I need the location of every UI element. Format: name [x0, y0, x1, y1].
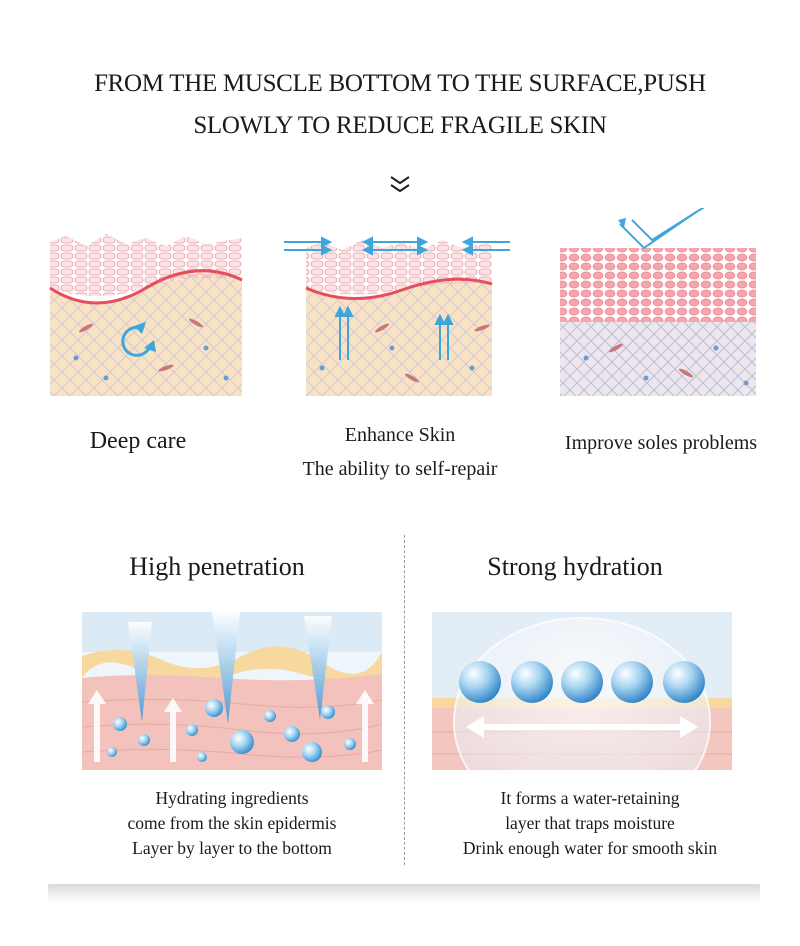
text-high-penetration-line-3: Layer by layer to the bottom [132, 838, 332, 858]
text-strong-hydration-line-2: layer that traps moisture [505, 813, 675, 833]
caption-enhance-skin: Enhance Skin The ability to self-repair [290, 418, 510, 486]
hydration-diagram [432, 612, 732, 770]
caption-enhance-skin-line-2: The ability to self-repair [302, 458, 498, 480]
title-high-penetration: High penetration [129, 552, 305, 581]
text-high-penetration-line-1: Hydrating ingredients [155, 788, 309, 808]
caption-deep-care: Deep care [89, 428, 187, 454]
caption-enhance-skin-line-1: Enhance Skin [344, 424, 456, 446]
text-strong-hydration-line-1: It forms a water-retaining [500, 788, 680, 808]
caption-improve-soles: Improve soles problems [564, 432, 758, 454]
title-strong-hydration: Strong hydration [487, 552, 663, 581]
headline-line-2: SLOWLY TO REDUCE FRAGILE SKIN [193, 112, 607, 139]
skin-diagram-self-repair [284, 236, 510, 396]
skin-diagram-deep-care [46, 228, 246, 398]
skin-diagram-soles [560, 208, 756, 396]
cycle-arrow-icon [121, 325, 152, 357]
section-divider [404, 535, 405, 865]
text-high-penetration-line-2: come from the skin epidermis [127, 813, 337, 833]
text-high-penetration: Hydrating ingredients come from the skin… [82, 786, 382, 861]
footer-shadow-bar [48, 884, 760, 904]
text-strong-hydration: It forms a water-retaining layer that tr… [440, 786, 740, 861]
penetration-diagram [82, 612, 382, 770]
text-strong-hydration-line-3: Drink enough water for smooth skin [462, 838, 718, 858]
chevron-down-icon [390, 176, 410, 193]
headline-line-1: FROM THE MUSCLE BOTTOM TO THE SURFACE,PU… [94, 70, 706, 97]
